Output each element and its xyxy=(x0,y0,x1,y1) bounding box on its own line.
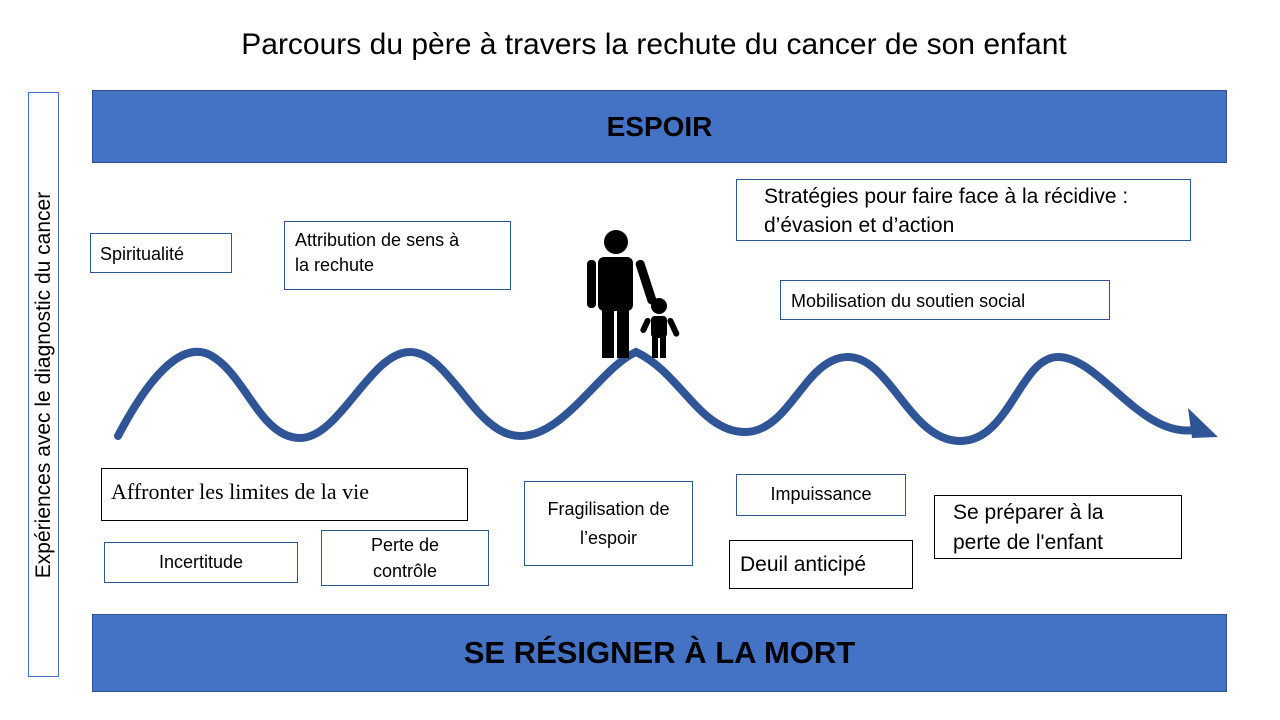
resignation-band: SE RÉSIGNER À LA MORT xyxy=(92,614,1227,692)
box-perte-de-controle: Perte de contrôle xyxy=(321,530,489,586)
hope-band: ESPOIR xyxy=(92,90,1227,163)
box-attribution-de-sens: Attribution de sens à la rechute xyxy=(284,221,511,290)
attribution-line-2: la rechute xyxy=(295,255,375,276)
attribution-line-1: Attribution de sens à xyxy=(295,230,460,250)
fragilisation-line-1: Fragilisation de xyxy=(547,498,670,519)
box-mobilisation: Mobilisation du soutien social xyxy=(780,280,1110,320)
side-label-box: Expériences avec le diagnostic du cancer xyxy=(28,92,59,677)
arrow-head-icon xyxy=(1188,408,1218,438)
box-strategies: Stratégies pour faire face à la récidive… xyxy=(736,179,1191,241)
box-incertitude: Incertitude xyxy=(104,542,298,583)
box-se-preparer: Se préparer à la perte de l'enfant xyxy=(934,495,1182,559)
perte-line-2: contrôle xyxy=(372,561,438,581)
box-fragilisation: Fragilisation de l’espoir xyxy=(524,481,693,566)
father-and-child-icon xyxy=(587,230,680,358)
preparer-line-1: Se préparer à la xyxy=(953,501,1104,524)
strategies-line-1: Stratégies pour faire face à la récidive… xyxy=(764,185,1129,208)
strategies-line-2: d’évasion et d’action xyxy=(764,214,955,238)
perte-line-1: Perte de xyxy=(370,534,440,555)
box-impuissance: Impuissance xyxy=(736,474,906,516)
wave-path xyxy=(114,347,1199,446)
box-deuil-anticipe: Deuil anticipé xyxy=(729,540,913,589)
diagram-title: Parcours du père à travers la rechute du… xyxy=(241,28,1067,61)
box-affronter: Affronter les limites de la vie xyxy=(101,468,468,521)
preparer-line-2: perte de l'enfant xyxy=(953,531,1103,555)
fragilisation-line-2: l’espoir xyxy=(579,527,638,548)
box-spiritualite: Spiritualité xyxy=(90,233,232,273)
